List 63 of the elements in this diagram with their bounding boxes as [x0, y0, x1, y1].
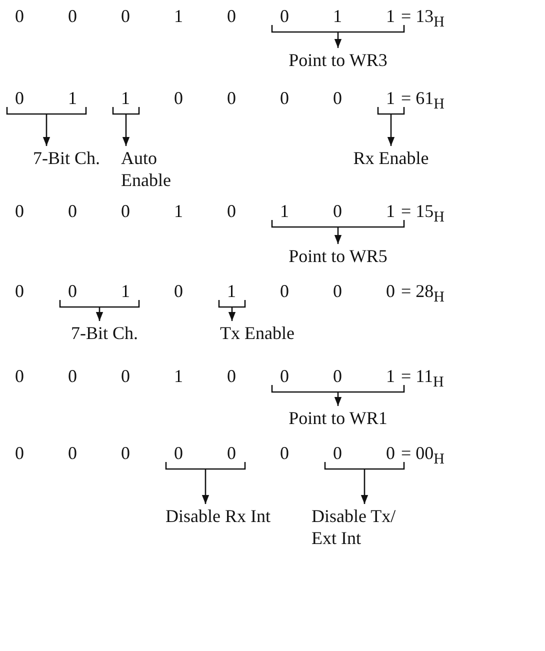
bit-value: 1	[174, 5, 183, 27]
hex-value: = 13$_{H}$	[401, 5, 444, 33]
bit-value: 0	[174, 280, 183, 302]
bit-value: 1	[333, 5, 342, 27]
bit-value: 1	[68, 87, 77, 109]
bit-value: 0	[15, 5, 24, 27]
field-description: Disable Rx Int	[166, 505, 272, 527]
bit-value: 0	[333, 200, 342, 222]
bit-value: 0	[333, 87, 342, 109]
hex-value: = 00$_{H}$	[401, 442, 444, 470]
bit-value: 1	[121, 87, 130, 109]
bit-value: 1	[280, 200, 289, 222]
bit-value: 0	[15, 442, 24, 464]
bit-value: 0	[68, 5, 77, 27]
bit-value: 0	[121, 365, 130, 387]
bit-value: 1	[174, 365, 183, 387]
bit-value: 0	[333, 365, 342, 387]
bit-value: 1	[227, 280, 236, 302]
hex-value: = 11$_{H}$	[401, 365, 444, 393]
bit-value: 0	[15, 365, 24, 387]
bit-value: 0	[280, 87, 289, 109]
bit-value: 0	[227, 87, 236, 109]
field-description: Point to WR1	[288, 407, 388, 429]
field-description: Rx Enable	[352, 147, 430, 169]
bit-value: 1	[386, 5, 395, 27]
bit-value: 0	[15, 200, 24, 222]
field-description: Point to WR5	[288, 245, 388, 267]
bit-value: 0	[121, 442, 130, 464]
bit-value: 0	[15, 280, 24, 302]
field-description: Tx Enable	[220, 322, 296, 344]
bit-value: 0	[227, 442, 236, 464]
bit-value: 0	[174, 442, 183, 464]
bit-value: 0	[15, 87, 24, 109]
bit-value: 0	[333, 442, 342, 464]
bit-value: 0	[333, 280, 342, 302]
bit-value: 0	[227, 200, 236, 222]
hex-value: = 28$_{H}$	[401, 280, 444, 308]
bit-value: 0	[227, 5, 236, 27]
bit-value: 0	[68, 280, 77, 302]
bit-value: 1	[121, 280, 130, 302]
field-description: 7-Bit Ch.	[70, 322, 139, 344]
field-description: Point to WR3	[288, 49, 388, 71]
field-description: Auto Enable	[121, 147, 172, 191]
bit-value: 0	[121, 200, 130, 222]
field-description: Disable Tx/ Ext Int	[312, 505, 397, 549]
bit-value: 0	[280, 280, 289, 302]
bit-value: 0	[280, 5, 289, 27]
bit-value: 0	[68, 365, 77, 387]
bit-value: 0	[227, 365, 236, 387]
bit-value: 0	[386, 442, 395, 464]
bit-value: 0	[280, 365, 289, 387]
bit-value: 1	[174, 200, 183, 222]
bit-value: 0	[68, 442, 77, 464]
hex-value: = 61$_{H}$	[401, 87, 444, 115]
bit-value: 1	[386, 365, 395, 387]
bit-value: 0	[386, 280, 395, 302]
bit-value: 0	[121, 5, 130, 27]
bit-value: 1	[386, 87, 395, 109]
hex-value: = 15$_{H}$	[401, 200, 444, 228]
bit-value: 0	[68, 200, 77, 222]
bit-value: 0	[280, 442, 289, 464]
bit-value: 0	[174, 87, 183, 109]
bit-value: 1	[386, 200, 395, 222]
